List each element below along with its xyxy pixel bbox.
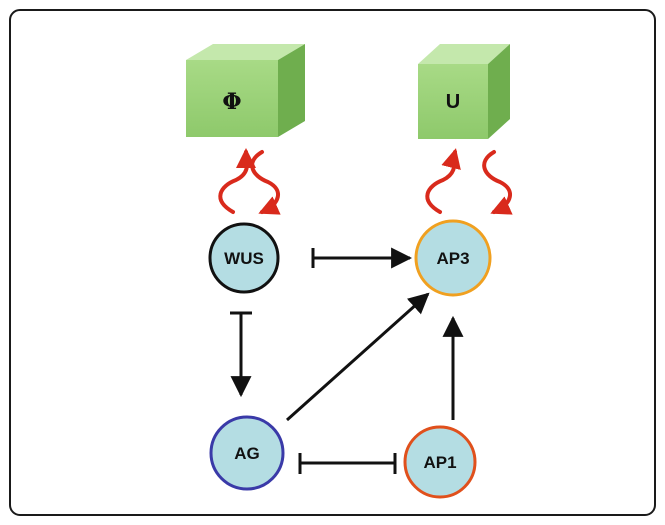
u-wavy-arrows — [425, 148, 513, 215]
wavy-arrow-down — [482, 150, 513, 215]
diagram-frame — [9, 9, 656, 516]
node-wus: WUS — [208, 222, 280, 294]
node-ag-label: AG — [234, 444, 260, 463]
node-ap3-label: AP3 — [436, 249, 469, 268]
wavy-arrow-up — [425, 148, 461, 214]
wavy-arrow-up — [218, 148, 257, 214]
phi-cube-label: Φ — [222, 89, 241, 115]
phi-cube: Φ — [186, 44, 305, 137]
phi-wavy-arrows — [218, 148, 281, 215]
node-ap3: AP3 — [414, 219, 492, 297]
node-wus-label: WUS — [224, 249, 264, 268]
u-cube-label: U — [446, 91, 460, 113]
edges — [230, 247, 464, 474]
node-ap1-label: AP1 — [423, 453, 456, 472]
node-ag: AG — [209, 415, 285, 491]
node-ap1: AP1 — [403, 425, 477, 499]
edge-ag-ap3 — [286, 292, 430, 422]
u-cube: U — [418, 44, 510, 139]
wavy-arrow-down — [250, 150, 281, 215]
